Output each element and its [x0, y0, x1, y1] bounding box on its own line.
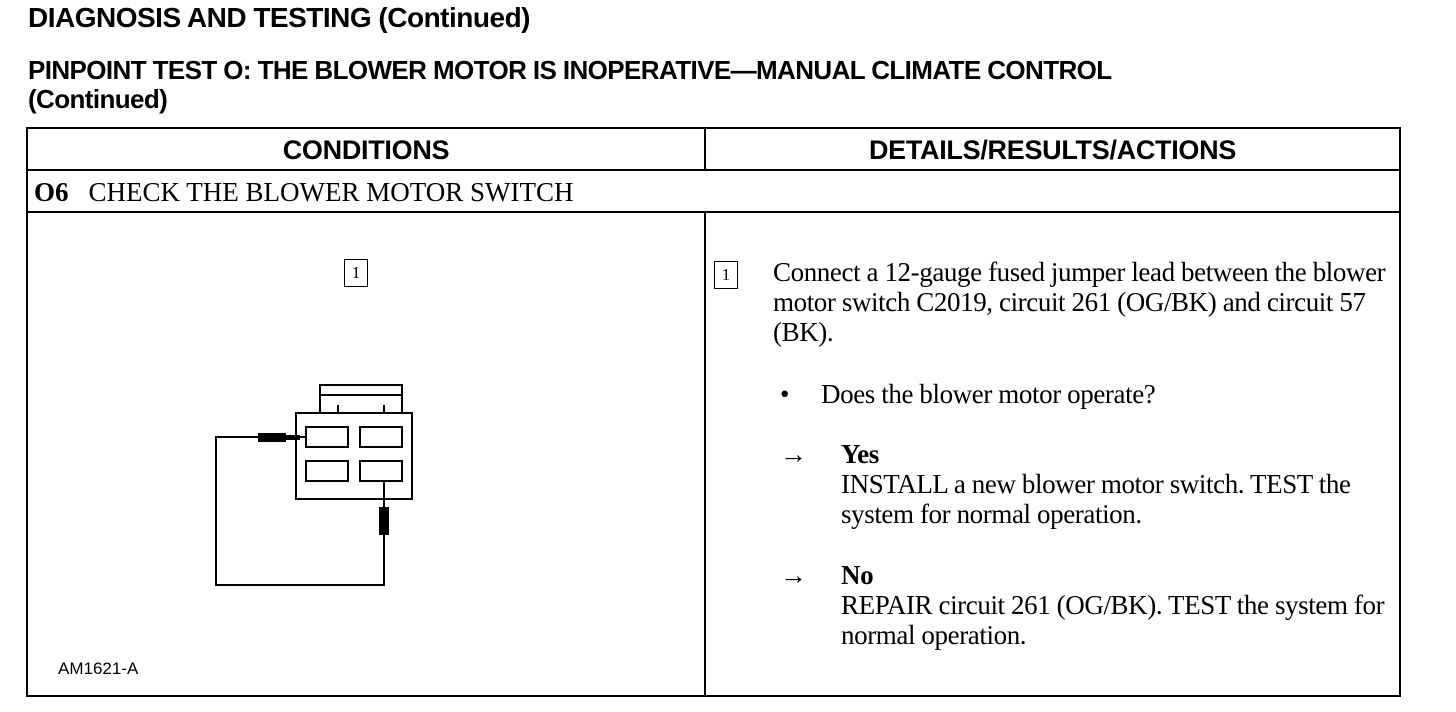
step-row: O6 CHECK THE BLOWER MOTOR SWITCH — [34, 172, 574, 212]
blower-motor-switch-connector — [295, 412, 413, 500]
header-divider — [28, 169, 1399, 171]
probe-tip-bottom — [379, 507, 389, 535]
connector-jumper-diagram — [215, 384, 413, 586]
step-divider — [28, 211, 1399, 213]
details-step-marker: 1 — [714, 261, 738, 289]
conditions-step-marker: 1 — [344, 259, 368, 287]
connector-latch — [319, 384, 403, 414]
probe-tip-left — [258, 433, 286, 442]
figure-id: AM1621-A — [58, 659, 139, 678]
pinpoint-test-table: CONDITIONS DETAILS/RESULTS/ACTIONS O6 CHE… — [26, 127, 1401, 697]
step-title: CHECK THE BLOWER MOTOR SWITCH — [88, 177, 574, 207]
conditions-column-header: CONDITIONS — [282, 135, 450, 165]
terminal-cavity — [359, 426, 403, 448]
arrow-right-icon: → — [780, 560, 807, 590]
details-column-header: DETAILS/RESULTS/ACTIONS — [868, 135, 1237, 165]
test-title-line-1: PINPOINT TEST O: THE BLOWER MOTOR IS INO… — [28, 55, 1112, 85]
terminal-cavity — [305, 460, 349, 482]
yes-label: Yes — [841, 439, 879, 469]
header-column-divider — [704, 129, 706, 169]
no-action-text: REPAIR circuit 261 (OG/BK). TEST the sys… — [841, 590, 1385, 650]
arrow-right-icon: → — [780, 439, 807, 469]
question-text: Does the blower motor operate? — [821, 379, 1156, 409]
terminal-cavity — [359, 460, 403, 482]
jumper-lead — [215, 436, 385, 586]
step-number: O6 — [34, 177, 69, 207]
pinpoint-test-title: PINPOINT TEST O: THE BLOWER MOTOR IS INO… — [28, 56, 1428, 114]
page-title: DIAGNOSIS AND TESTING (Continued) — [28, 2, 531, 33]
instruction-text: Connect a 12-gauge fused jumper lead bet… — [773, 257, 1386, 347]
bullet: • — [780, 379, 790, 409]
body-column-divider — [704, 213, 706, 695]
no-label: No — [841, 560, 874, 590]
test-title-line-2: (Continued) — [28, 84, 168, 114]
yes-action-text: INSTALL a new blower motor switch. TEST … — [841, 469, 1351, 529]
terminal-cavity — [305, 426, 349, 448]
